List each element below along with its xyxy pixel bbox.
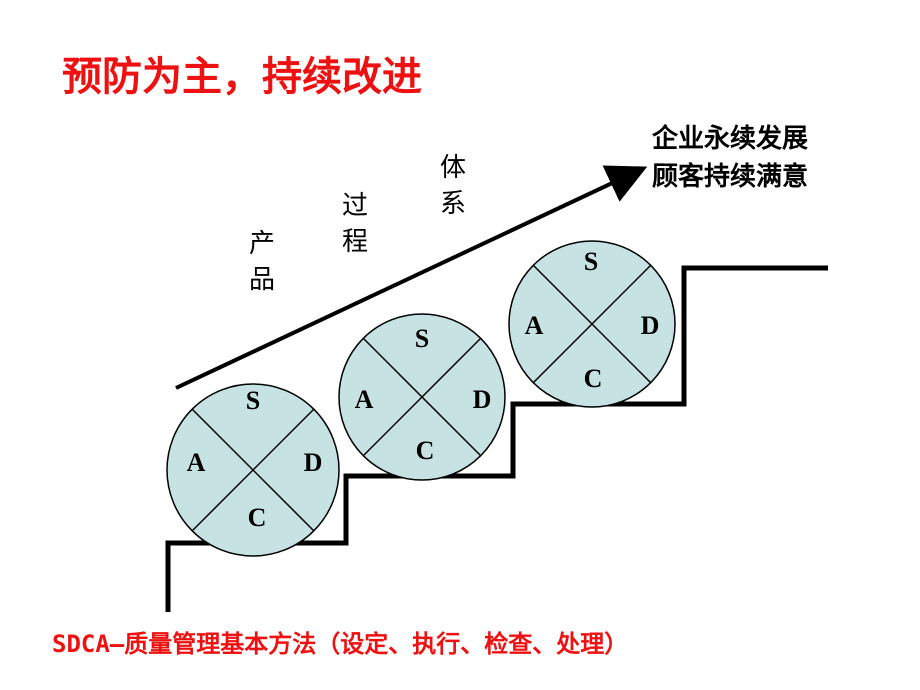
label-product: 产 品 xyxy=(247,226,277,298)
wheel2-letter-s: S xyxy=(415,324,429,353)
wheel1-letter-a: A xyxy=(187,448,206,477)
wheel1-letter-d: D xyxy=(304,448,323,477)
sdca-wheel-product: S D C A xyxy=(166,383,340,557)
improvement-arrow xyxy=(175,165,648,390)
sdca-wheel-process: S D C A xyxy=(338,313,506,481)
goal-line-2: 顾客持续满意 xyxy=(652,162,809,192)
label-process-char-1: 过 xyxy=(341,191,368,221)
wheel3-letter-s: S xyxy=(584,247,598,276)
wheel3-letter-a: A xyxy=(525,311,544,340)
wheel1-letter-s: S xyxy=(246,386,260,415)
sdca-wheel-system: S D C A xyxy=(508,240,676,408)
footer-caption: SDCA—质量管理基本方法（设定、执行、检查、处理） xyxy=(52,630,629,658)
wheel2-letter-c: C xyxy=(416,436,435,465)
wheel3-letter-d: D xyxy=(641,311,660,340)
wheel2-letter-d: D xyxy=(473,385,492,414)
label-product-char-2: 品 xyxy=(248,265,275,295)
label-system-char-2: 系 xyxy=(439,189,466,219)
goal-line-1: 企业永续发展 xyxy=(652,124,809,154)
wheel1-letter-c: C xyxy=(248,503,267,532)
wheel2-letter-a: A xyxy=(355,385,374,414)
label-system: 体 系 xyxy=(438,150,468,222)
page-title: 预防为主，持续改进 xyxy=(62,54,422,100)
label-process: 过 程 xyxy=(340,188,370,260)
label-process-char-2: 程 xyxy=(341,227,368,257)
wheel3-letter-c: C xyxy=(584,364,603,393)
label-system-char-1: 体 xyxy=(439,153,466,183)
label-product-char-1: 产 xyxy=(248,229,275,259)
